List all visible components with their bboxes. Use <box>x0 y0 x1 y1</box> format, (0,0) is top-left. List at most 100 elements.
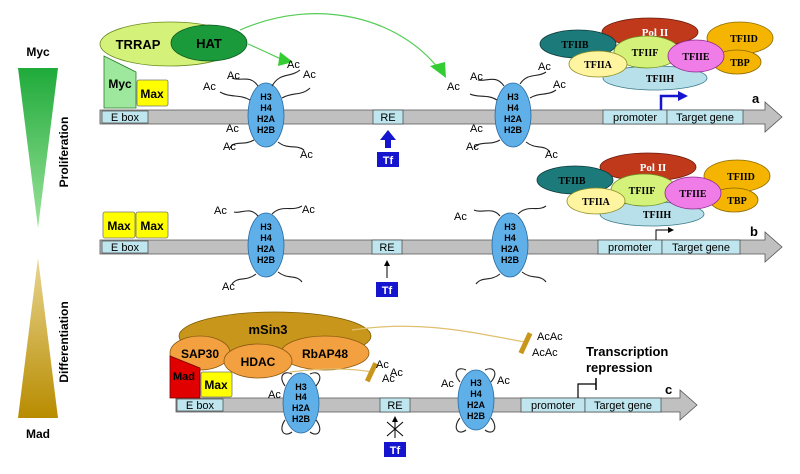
transcription-arrow-head <box>678 91 688 101</box>
histone-tail <box>271 205 303 215</box>
histone-h4-label: H4 <box>507 103 519 113</box>
tfiia <box>566 187 626 215</box>
transcription-start-arrow <box>659 94 680 110</box>
transcription-arrow-head <box>668 227 674 233</box>
tfiib-label: TFIIB <box>558 176 586 187</box>
tbp-label: TBP <box>727 196 746 207</box>
histone-h2b-label: H2B <box>257 125 276 135</box>
ebox-box <box>101 240 149 254</box>
ebox-label: E box <box>186 400 215 412</box>
histone-tail <box>469 93 498 101</box>
nucleosome <box>282 372 320 434</box>
promoter-label: promoter <box>531 400 575 412</box>
target-gene-label: Target gene <box>676 112 734 124</box>
hat-label: HAT <box>196 36 222 51</box>
ebox-label: E box <box>111 242 140 254</box>
histone-tail <box>219 91 251 101</box>
histone-h3-label: H3 <box>260 222 272 232</box>
tfiia-label: TFIIA <box>584 60 613 71</box>
panel-c: E box RE promoter Target gene c mSin3 SA… <box>169 311 698 457</box>
acetyl-mark: Ac <box>223 141 236 153</box>
nucleosome <box>457 369 495 431</box>
histone-tail <box>309 419 321 435</box>
histone-h2a-label: H2A <box>504 114 523 124</box>
tf-label: Tf <box>383 155 394 167</box>
max-protein <box>135 211 169 239</box>
nucleosome <box>247 212 285 278</box>
histone-tail <box>277 141 305 151</box>
nucleosome <box>491 212 529 278</box>
max-label: Max <box>107 219 131 233</box>
gradient-legend: Myc Proliferation Differentiation Mad <box>18 45 71 441</box>
histone-h2b-label: H2B <box>504 125 523 135</box>
max-protein <box>200 371 233 398</box>
tfiih-label: TFIIH <box>643 210 672 221</box>
tfiid-label: TFIID <box>727 172 755 183</box>
target-gene-box <box>661 239 741 255</box>
max-protein <box>136 79 169 107</box>
preinitiation-complex: Pol II TFIIB TFIID TBP TFIIH TFIIF TFIIE… <box>536 152 771 227</box>
target-gene-label: Target gene <box>594 400 652 412</box>
histone-h2a-label: H2A <box>501 244 520 254</box>
histone-h4-label: H4 <box>295 392 307 402</box>
promoter-label: promoter <box>608 242 652 254</box>
histone-tail <box>484 368 496 383</box>
tf-arrow-head <box>392 416 398 422</box>
rbap48-label: RbAP48 <box>302 347 348 361</box>
trrap-label: TRRAP <box>116 37 161 52</box>
ebox-box <box>176 398 224 412</box>
ebox-box <box>101 110 149 124</box>
tf-label: Tf <box>390 445 401 457</box>
histone-tail <box>484 417 496 433</box>
ebox-label: E box <box>111 112 140 124</box>
histone-h3-label: H3 <box>470 378 482 388</box>
acetyl-mark: Ac <box>538 61 551 73</box>
histone-tail <box>473 139 501 149</box>
hat-enzyme <box>170 24 248 62</box>
histone-tail <box>309 372 321 387</box>
histone-tail <box>281 372 293 387</box>
histone-tail <box>519 71 547 85</box>
histone-tail <box>233 210 259 217</box>
panel-letter-a: a <box>752 91 760 106</box>
mad-protein <box>169 355 201 399</box>
acetyl-mark: Ac <box>470 123 483 135</box>
histone-h3-label: H3 <box>260 92 272 102</box>
preinitiation-complex: Pol II TFIIB TFIID TBP TFIIH TFIIF TFIIE… <box>539 17 774 91</box>
tfiid-label: TFIID <box>730 34 758 45</box>
histone-h2b-label: H2B <box>501 255 520 265</box>
tfiif-label: TFIIF <box>629 186 656 197</box>
histone-h2b-label: H2B <box>292 414 311 424</box>
re-label: RE <box>380 112 395 124</box>
histone-tail <box>521 271 547 283</box>
histone-tail <box>455 417 467 433</box>
re-box <box>372 109 404 125</box>
panel-letter-b: b <box>750 224 758 239</box>
acetyl-mark: Ac <box>553 79 566 91</box>
histone-h2a-label: H2A <box>292 403 311 413</box>
panel-a: E box RE promoter Target gene a TRRAP HA… <box>99 13 783 167</box>
tfiif-label: TFIIF <box>632 48 659 59</box>
block-cross <box>386 421 404 437</box>
deacetylation-line <box>289 368 373 373</box>
max-label: Max <box>140 87 164 101</box>
acetyl-mark: Ac <box>454 211 467 223</box>
tfiib-label: TFIIB <box>561 40 589 51</box>
nucleosome <box>494 82 532 148</box>
differentiation-label: Differentiation <box>57 301 71 382</box>
histone-tail <box>477 78 505 87</box>
tf-box <box>377 152 399 167</box>
myc-gradient-label: Myc <box>26 45 50 59</box>
hat-arrow-short <box>247 43 284 61</box>
tfiie-label: TFIIE <box>679 189 707 200</box>
histone-h3-label: H3 <box>504 222 516 232</box>
panel-b: E box RE promoter Target gene b Max Max … <box>99 152 783 297</box>
max-label: Max <box>140 219 164 233</box>
histone-h4-label: H4 <box>260 103 272 113</box>
tfiie <box>664 176 722 210</box>
histone-h4-label: H4 <box>470 389 482 399</box>
tfiih-label: TFIIH <box>646 74 675 85</box>
mad-label: Mad <box>173 371 195 383</box>
deacetylation-block <box>364 362 378 383</box>
hat-arrow-head-1 <box>278 52 293 66</box>
